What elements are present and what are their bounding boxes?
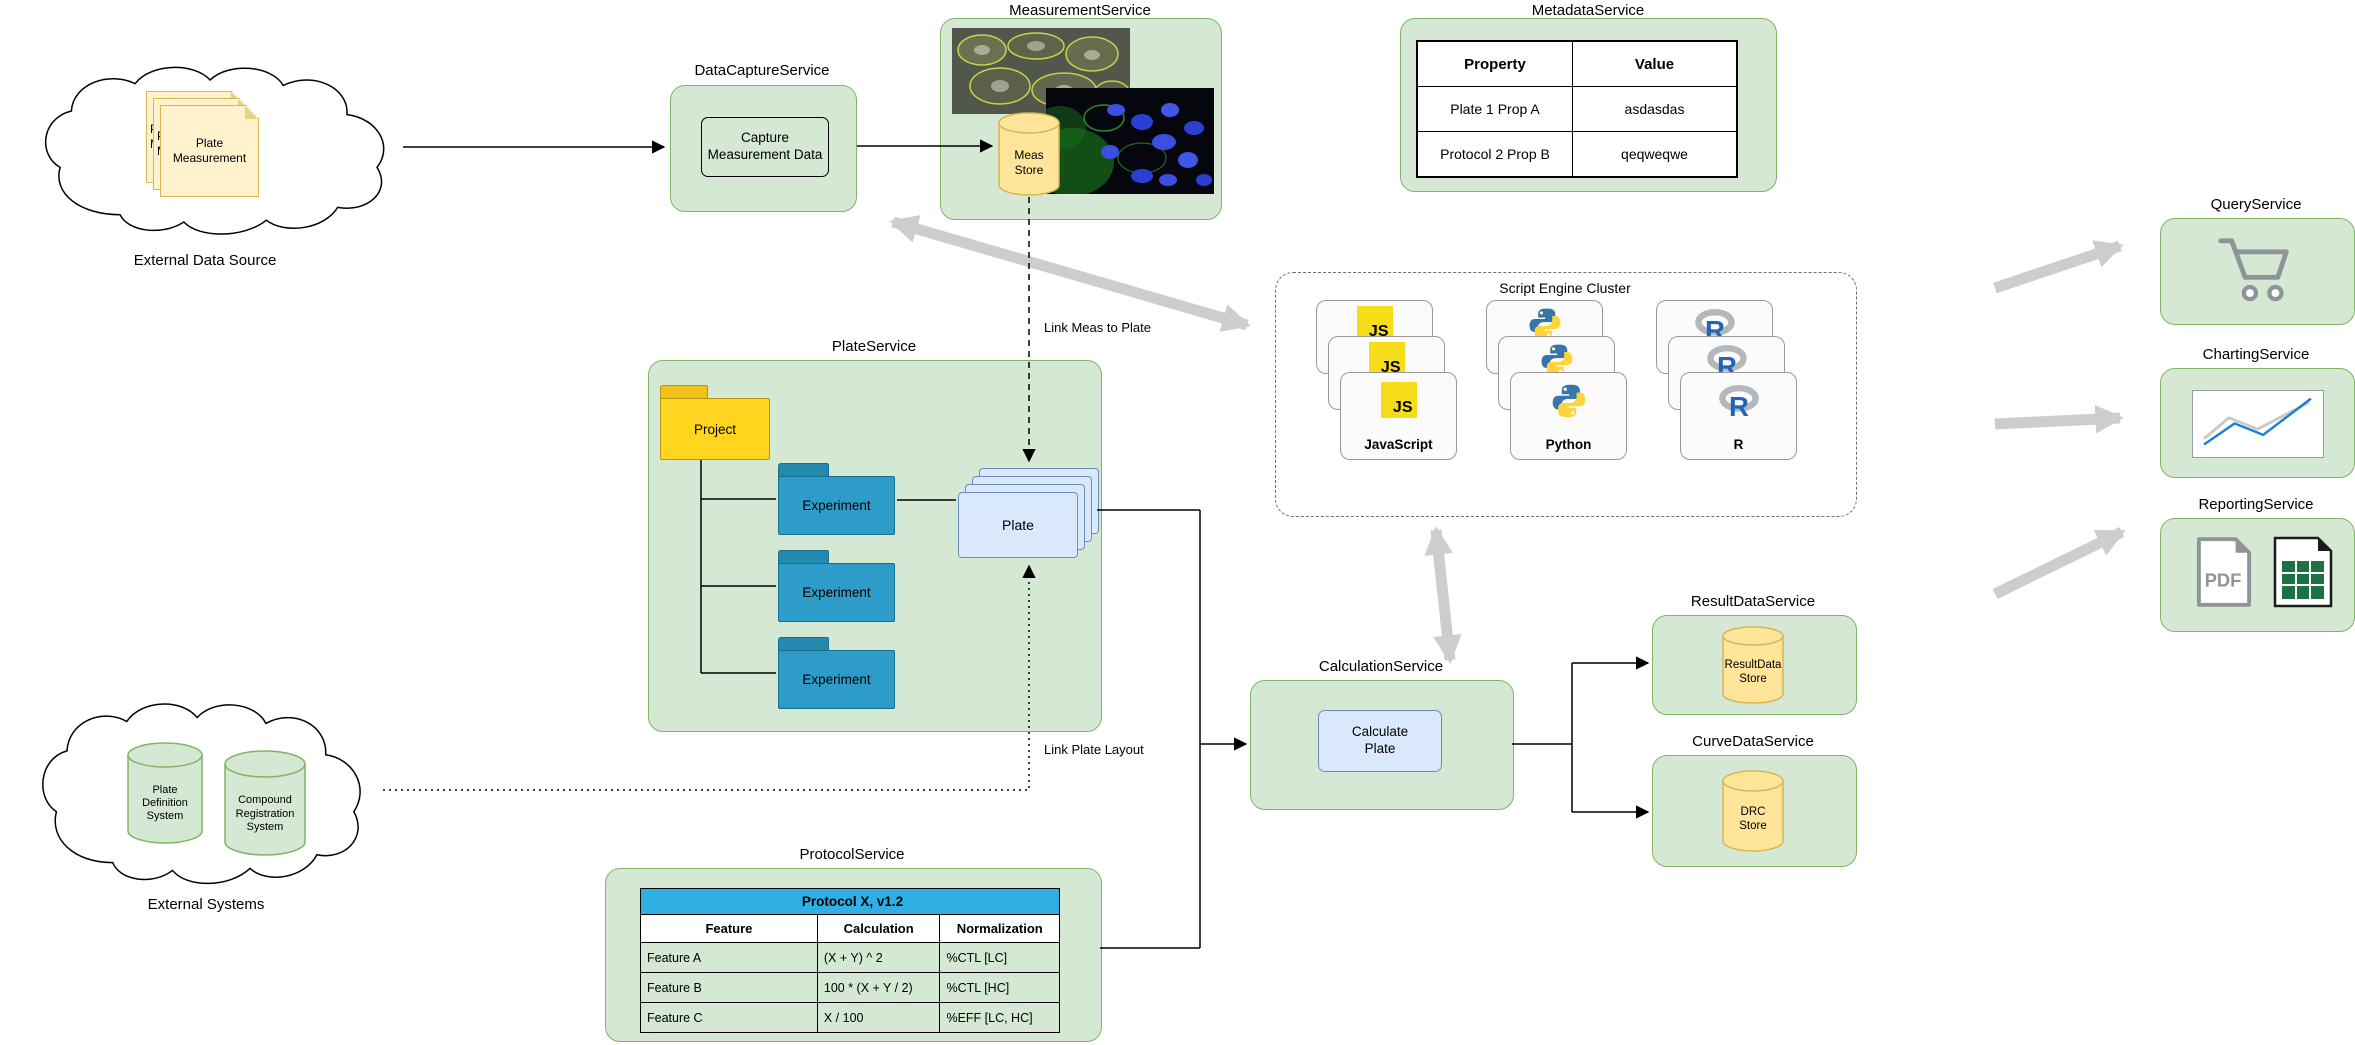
pdf-icon: PDF xyxy=(2196,537,2252,607)
edge-label-link-layout: Link Plate Layout xyxy=(1042,742,1146,757)
metadata-col-property: Property xyxy=(1416,40,1573,87)
capture-measurement-data-box: Capture Measurement Data xyxy=(701,117,829,177)
js-stack-label: JavaScript xyxy=(1364,437,1433,452)
project-folder-label: Project xyxy=(660,398,770,460)
table-cell: X / 100 xyxy=(816,1002,941,1033)
fat-arrow-to-charting xyxy=(1994,404,2124,434)
service-box-query xyxy=(2160,218,2355,325)
table-cell: qeqweqwe xyxy=(1572,131,1738,178)
resultdata-store-cylinder: ResultData Store xyxy=(1722,626,1784,704)
table-cell: (X + Y) ^ 2 xyxy=(816,942,941,973)
table-row: Feature B 100 * (X + Y / 2) %CTL [HC] xyxy=(640,972,1060,1003)
table-row: Feature C X / 100 %EFF [LC, HC] xyxy=(640,1002,1060,1033)
calculate-plate-box: Calculate Plate xyxy=(1318,710,1442,772)
table-cell: %CTL [LC] xyxy=(939,942,1060,973)
meas-store-cylinder: Meas Store xyxy=(998,112,1060,196)
table-row: Protocol 2 Prop B qeqweqwe xyxy=(1416,131,1738,178)
table-cell: Plate 1 Prop A xyxy=(1416,86,1573,132)
table-cell: Protocol 2 Prop B xyxy=(1416,131,1573,178)
table-cell: 100 * (X + Y / 2) xyxy=(816,972,941,1003)
fluorescence-microscopy-image xyxy=(1046,88,1214,194)
service-title-metadata: MetadataService xyxy=(1531,2,1645,19)
javascript-icon: JS xyxy=(1380,382,1417,418)
service-title-reporting: ReportingService xyxy=(2198,496,2314,513)
plate-measurement-note: Plate Measurement xyxy=(160,105,259,197)
compound-registration-label: Compound Registration System xyxy=(235,794,295,833)
experiment-folder-label: Experiment xyxy=(778,563,895,622)
fat-arrow-to-query xyxy=(1993,240,2124,294)
project-folder: Project xyxy=(660,385,770,460)
service-title-datacapture: DataCaptureService xyxy=(694,62,830,79)
fat-arrow-measurement-scripts xyxy=(889,215,1251,332)
plate-definition-cylinder: Plate Definition System xyxy=(127,742,203,844)
protocol-col-feature: Feature xyxy=(640,914,818,943)
service-title-plateservice: PlateService xyxy=(831,338,917,355)
edge-label-link-meas: Link Meas to Plate xyxy=(1042,320,1153,335)
spreadsheet-icon xyxy=(2273,536,2333,608)
resultdata-store-label: ResultData Store xyxy=(1724,659,1782,686)
cloud-external-systems xyxy=(30,696,382,892)
service-title-query: QueryService xyxy=(2210,196,2302,213)
table-cell: %EFF [LC, HC] xyxy=(939,1002,1060,1033)
r-stack-label: R xyxy=(1733,437,1744,452)
service-title-protocol: ProtocolService xyxy=(799,846,905,863)
python-card-front: Python xyxy=(1510,372,1627,460)
compound-registration-cylinder: Compound Registration System xyxy=(224,750,306,856)
service-title-calculation: CalculationService xyxy=(1318,658,1444,675)
plate-definition-label: Plate Definition System xyxy=(142,783,188,823)
python-stack-label: Python xyxy=(1545,437,1592,452)
meas-store-label: Meas Store xyxy=(1014,148,1044,177)
script-engine-cluster xyxy=(1275,272,1857,517)
fat-arrow-calculation-scripts xyxy=(1424,526,1462,664)
table-cell: Feature A xyxy=(640,942,818,973)
external-systems-label: External Systems xyxy=(147,896,265,913)
edge-calculation-branch xyxy=(1512,663,1573,812)
experiment-folder: Experiment xyxy=(778,637,895,709)
drc-store-label: DRC Store xyxy=(1739,805,1767,832)
python-icon xyxy=(1552,384,1585,418)
experiment-folder-label: Experiment xyxy=(778,476,895,535)
svg-text:R: R xyxy=(1729,391,1749,422)
note-text: Plate Measurement xyxy=(172,136,247,165)
protocol-table: Protocol X, v1.2 Feature Calculation Nor… xyxy=(640,888,1060,1033)
service-title-charting: ChartingService xyxy=(2202,346,2310,363)
plate-card-front: Plate xyxy=(958,492,1078,558)
python-icon xyxy=(1541,344,1572,376)
shopping-cart-icon xyxy=(2218,238,2289,302)
r-card-front: R R xyxy=(1680,372,1797,460)
metadata-col-value: Value xyxy=(1572,40,1738,87)
service-title-resultdata: ResultDataService xyxy=(1690,593,1816,610)
python-icon xyxy=(1529,308,1560,340)
table-row: Feature A (X + Y) ^ 2 %CTL [LC] xyxy=(640,942,1060,973)
table-cell: Feature B xyxy=(640,972,818,1003)
line-chart-icon xyxy=(2192,390,2324,458)
experiment-folder-label: Experiment xyxy=(778,650,895,709)
script-cluster-title: Script Engine Cluster xyxy=(1499,280,1631,296)
fat-arrow-to-reporting xyxy=(1992,527,2126,599)
protocol-col-calculation: Calculation xyxy=(816,914,941,943)
table-cell: asdasdas xyxy=(1572,86,1738,132)
table-row: Plate 1 Prop A asdasdas xyxy=(1416,86,1738,132)
table-cell: Feature C xyxy=(640,1002,818,1033)
protocol-table-title: Protocol X, v1.2 xyxy=(640,888,1060,915)
drc-store-cylinder: DRC Store xyxy=(1722,770,1784,852)
svg-text:PDF: PDF xyxy=(2205,569,2242,590)
experiment-folder: Experiment xyxy=(778,463,895,535)
calculate-plate-label: Calculate Plate xyxy=(1351,724,1409,756)
external-data-source-label: External Data Source xyxy=(133,252,277,269)
metadata-table: Property Value Plate 1 Prop A asdasdas P… xyxy=(1416,40,1738,178)
service-title-curvedata: CurveDataService xyxy=(1692,733,1814,750)
service-title-measurement: MeasurementService xyxy=(1009,2,1151,19)
js-card-front: JS JavaScript xyxy=(1340,372,1457,460)
protocol-col-normalization: Normalization xyxy=(939,914,1060,943)
experiment-folder: Experiment xyxy=(778,550,895,622)
table-cell: %CTL [HC] xyxy=(939,972,1060,1003)
edge-plate-protocol-bus xyxy=(1097,509,1201,949)
r-icon: R xyxy=(1718,384,1759,422)
